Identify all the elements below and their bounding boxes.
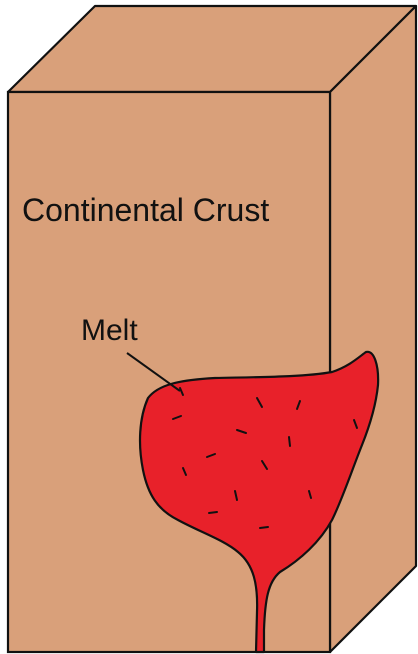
crust-block-side-face xyxy=(330,6,416,652)
melt-label: Melt xyxy=(81,314,138,347)
crystal-dash xyxy=(260,527,268,528)
crystal-dash xyxy=(209,512,217,513)
crystal-dash xyxy=(289,437,290,446)
continental-crust-label: Continental Crust xyxy=(22,192,269,228)
